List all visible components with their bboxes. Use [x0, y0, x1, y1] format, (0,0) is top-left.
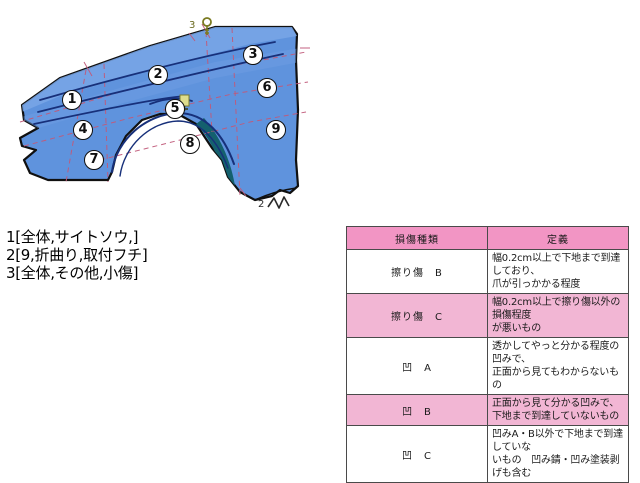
zone-badge-7[interactable]: 7 — [84, 150, 104, 170]
table-row: 凹 A 透かしてやっと分かる程度の凹みで、正面から見てもわからないもの — [346, 337, 629, 395]
zigzag-icon — [267, 196, 290, 209]
cell-definition: 幅0.2cm以上で下地まで到達しており、爪が引っかかる程度 — [487, 249, 629, 294]
legend-line-1: 1[全体,サイトソウ,] — [6, 228, 139, 246]
cell-definition: 透かしてやっと分かる程度の凹みで、正面から見てもわからないもの — [487, 337, 629, 395]
cell-kind: 凹 A — [346, 337, 488, 395]
zone-badge-2[interactable]: 2 — [148, 65, 168, 85]
column-header-kind: 損傷種類 — [346, 226, 488, 250]
table-row: 擦り傷 B 幅0.2cm以上で下地まで到達しており、爪が引っかかる程度 — [346, 249, 629, 294]
cell-definition: 正面から見て分かる凹みで、下地まで到達していないもの — [487, 394, 629, 426]
cell-kind: 擦り傷 C — [346, 293, 488, 338]
zone-badge-6[interactable]: 6 — [257, 78, 277, 98]
legend-line-2: 2[9,折曲り,取付フチ] — [6, 246, 148, 264]
damage-classification-table-wrap: 損傷種類 定義 擦り傷 B 幅0.2cm以上で下地まで到達しており、爪が引っかか… — [346, 226, 629, 483]
damage-legend-list: 1[全体,サイトソウ,] 2[9,折曲り,取付フチ] 3[全体,その他,小傷] — [6, 228, 336, 282]
table-row: 凹 B 正面から見て分かる凹みで、下地まで到達していないもの — [346, 394, 629, 426]
cell-kind: 擦り傷 B — [346, 249, 488, 294]
table-row: 擦り傷 C 幅0.2cm以上で擦り傷以外の損傷程度が悪いもの — [346, 293, 629, 338]
fender-rear-edge — [254, 187, 297, 201]
column-header-definition: 定義 — [487, 226, 629, 250]
callout-number-3: 3 — [189, 20, 196, 31]
cell-definition: 幅0.2cm以上で擦り傷以外の損傷程度が悪いもの — [487, 293, 629, 338]
pin-icon — [202, 17, 212, 35]
zone-badge-8[interactable]: 8 — [180, 134, 200, 154]
zone-badge-4[interactable]: 4 — [73, 120, 93, 140]
zone-badge-1[interactable]: 1 — [62, 90, 82, 110]
cell-kind: 凹 C — [346, 425, 488, 483]
zone-badge-3[interactable]: 3 — [243, 45, 263, 65]
damage-classification-table: 損傷種類 定義 擦り傷 B 幅0.2cm以上で下地まで到達しており、爪が引っかか… — [346, 226, 629, 483]
table-row: 凹 C 凹みA・B以外で下地まで到達していないもの 凹み錆・凹み塗装剥げも含む — [346, 425, 629, 483]
table-header-row: 損傷種類 定義 — [346, 226, 629, 250]
legend-line-3: 3[全体,その他,小傷] — [6, 264, 139, 282]
fender-diagram-panel: 1 2 3 4 5 6 7 8 9 3 2 — [0, 0, 340, 225]
zone-badge-9[interactable]: 9 — [266, 120, 286, 140]
cell-kind: 凹 B — [346, 394, 488, 426]
callout-number-2: 2 — [258, 199, 265, 210]
zone-badge-5[interactable]: 5 — [165, 99, 185, 119]
cell-definition: 凹みA・B以外で下地まで到達していないもの 凹み錆・凹み塗装剥げも含む — [487, 425, 629, 483]
